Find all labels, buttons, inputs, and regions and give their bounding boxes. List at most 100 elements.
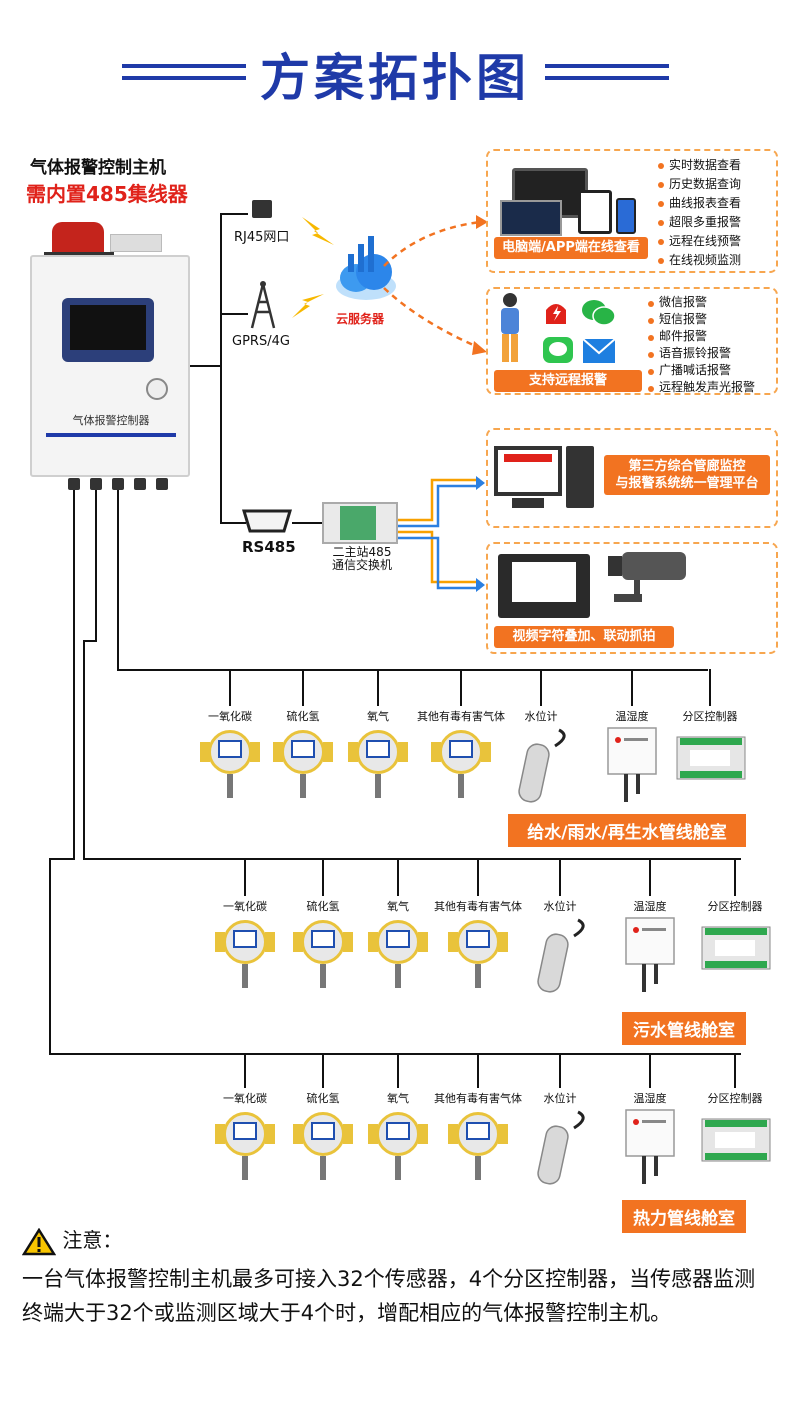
alarm-feature-item: 短信报警: [648, 311, 755, 328]
sensor-stub-line: [559, 858, 561, 896]
sensor-label: 水位计: [543, 1092, 577, 1105]
water-level-probe-icon: [534, 918, 594, 998]
sensor-label: 一氧化碳: [223, 900, 267, 913]
line-host-out: [190, 365, 220, 367]
rj45-label: RJ45网口: [234, 230, 290, 245]
sensor-label: 温湿度: [615, 710, 649, 723]
online-feature-item: 曲线报表查看: [658, 194, 741, 213]
title-line-left: [122, 64, 246, 68]
cable-gland-4: [134, 478, 146, 490]
gas-detector-icon: [431, 730, 491, 798]
bus-line-2: [83, 858, 741, 860]
note-heading-text: 注意：: [62, 1228, 123, 1252]
zone-controller-icon: [701, 926, 771, 974]
sensor-label: 其他有毒有害气体: [417, 710, 505, 723]
sensor-stub-line: [649, 1053, 651, 1088]
switch-label: 二主站485 通信交换机: [331, 545, 392, 572]
key-switch-icon: [146, 378, 168, 400]
sensor-stub-line: [734, 1053, 736, 1088]
message-icon: [543, 337, 573, 363]
mount-bracket: [110, 234, 162, 252]
siren-icon: [546, 304, 566, 324]
sensor-stub-line: [229, 669, 231, 706]
camera-icon: [608, 552, 686, 602]
zone-controller-icon: [676, 736, 746, 784]
alarm-feature-list: 微信报警 短信报警 邮件报警 语音振铃报警 广播喊话报警 远程触发声光报警: [648, 294, 755, 396]
sensor-label: 硫化氢: [286, 710, 320, 723]
wires-to-platform: [398, 476, 485, 592]
sensor-stub-line: [460, 669, 462, 706]
rs485-port-icon: [242, 509, 292, 533]
alarm-feature-item: 邮件报警: [648, 328, 755, 345]
drop-line-3b: [49, 858, 51, 1054]
sensor-stub-line: [397, 1053, 399, 1088]
arrow-to-alarm: [383, 287, 487, 355]
page-title: 方案拓扑图: [260, 49, 530, 107]
sensor-label: 水位计: [543, 900, 577, 913]
sensor-label: 其他有毒有害气体: [434, 900, 522, 913]
note-heading: 注意：: [21, 1224, 123, 1256]
sensor-stub-line: [477, 1053, 479, 1088]
temperature-humidity-sensor-icon: [622, 1108, 682, 1190]
tablet-icon: [578, 190, 612, 234]
online-view-button[interactable]: 电脑端/APP端在线查看: [494, 237, 648, 259]
sensor-label: 分区控制器: [707, 900, 763, 913]
gas-detector-icon: [448, 1112, 508, 1180]
bus-line-3: [49, 1053, 741, 1055]
alarm-feature-item: 语音振铃报警: [648, 345, 755, 362]
gas-detector-icon: [215, 1112, 275, 1180]
room-label-1: 给水/雨水/再生水管线舱室: [508, 814, 746, 847]
sensor-label: 温湿度: [633, 900, 667, 913]
host-title: 气体报警控制主机: [30, 158, 166, 178]
gas-detector-icon: [293, 1112, 353, 1180]
sensor-label: 温湿度: [633, 1092, 667, 1105]
water-level-probe-icon: [515, 728, 575, 808]
sensor-stub-line: [649, 858, 651, 896]
gas-detector-icon: [273, 730, 333, 798]
sensor-stub-line: [244, 858, 246, 896]
sensor-label: 硫化氢: [306, 1092, 340, 1105]
title-line-right-2: [545, 76, 669, 80]
remote-alarm-button[interactable]: 支持远程报警: [494, 370, 642, 392]
drop-line-3: [73, 490, 75, 860]
alarm-feature-item: 远程触发声光报警: [648, 379, 755, 396]
online-feature-item: 在线视频监测: [658, 251, 741, 270]
warning-icon: [21, 1227, 57, 1255]
title-line-left-2: [122, 76, 246, 80]
sensor-stub-line: [302, 669, 304, 706]
wechat-icon: [582, 300, 616, 326]
bus-line-1: [117, 669, 708, 671]
mail-icon: [582, 338, 616, 363]
platform-label: 第三方综合管廊监控 与报警系统统一管理平台: [604, 455, 770, 495]
video-encoder-panel: [512, 562, 576, 602]
sensor-label: 氧气: [367, 710, 389, 723]
rj45-port-icon: [252, 200, 272, 218]
arrow-to-online: [383, 215, 488, 267]
drop-line-2b: [83, 640, 85, 859]
sensor-label: 一氧化碳: [208, 710, 252, 723]
water-level-probe-icon: [534, 1110, 594, 1190]
room-label-2: 污水管线舱室: [622, 1012, 746, 1045]
sensor-label: 一氧化碳: [223, 1092, 267, 1105]
pc-tower-icon: [566, 446, 594, 508]
sensor-stub-line: [397, 858, 399, 896]
video-button[interactable]: 视频字符叠加、联动抓拍: [494, 626, 674, 648]
switch-module-label-strip: [340, 506, 376, 540]
lightning-icon-2: [292, 294, 324, 318]
phone-icon: [616, 198, 636, 234]
temperature-humidity-sensor-icon: [622, 916, 682, 998]
drop-line-2: [95, 490, 97, 640]
cloud-label: 云服务器: [336, 312, 385, 326]
sensor-label: 分区控制器: [682, 710, 738, 723]
online-feature-item: 远程在线预警: [658, 232, 741, 251]
note-body: 一台气体报警控制主机最多可接入32个传感器，4个分区控制器，当传感器监测终端大于…: [22, 1267, 756, 1325]
line-to-gprs: [220, 313, 248, 315]
gprs-label: GPRS/4G: [232, 334, 290, 349]
sensor-label: 分区控制器: [707, 1092, 763, 1105]
cable-gland-2: [90, 478, 102, 490]
gas-detector-icon: [448, 920, 508, 988]
rs485-label: RS485: [242, 538, 296, 556]
sensor-label: 其他有毒有害气体: [434, 1092, 522, 1105]
online-feature-item: 历史数据查询: [658, 175, 741, 194]
drop-line-2c: [83, 640, 97, 642]
